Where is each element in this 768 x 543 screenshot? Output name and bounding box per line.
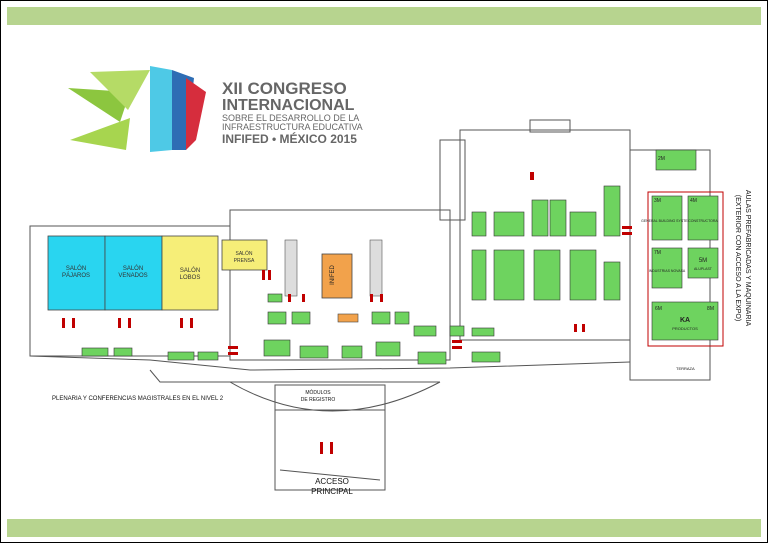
logo-line-4: INFRAESTRUCTURA EDUCATIVA bbox=[222, 122, 363, 132]
salon-pajaros-label1: SALÓN bbox=[66, 265, 86, 272]
lot-7m-label: 7M bbox=[654, 250, 661, 256]
stands-hall bbox=[471, 149, 697, 301]
lot-7m-text: INDUSTRIAS NOVASA bbox=[649, 269, 686, 273]
lot-5m[interactable] bbox=[687, 247, 719, 279]
logo-line-3: SOBRE EL DESARROLLO DE LA bbox=[222, 113, 359, 123]
lot-3m-text: GENERAL BUILDING SYSTEMS bbox=[641, 219, 693, 223]
salon-prensa-label1: SALÓN bbox=[236, 250, 253, 257]
salon-pajaros[interactable]: SALÓN PÁJAROS bbox=[47, 235, 106, 311]
exterior-area bbox=[647, 191, 724, 347]
exterior-lots: 3M GENERAL BUILDING SYSTEMS 4M CONSTRUCT… bbox=[641, 156, 719, 341]
stands-central bbox=[81, 293, 501, 365]
salon-prensa[interactable]: SALÓN PRENSA bbox=[221, 239, 268, 271]
salon-lobos-label2: LOBOS bbox=[180, 275, 201, 281]
seating-left bbox=[284, 239, 298, 297]
lot-ka-sub: PRODUCTOS bbox=[672, 326, 698, 331]
logo-line-5: INFIFED • MÉXICO 2015 bbox=[222, 131, 357, 146]
plenaria-label: PLENARIA Y CONFERENCIAS MAGISTRALES EN E… bbox=[52, 396, 224, 402]
inifed-label: INIFED bbox=[330, 265, 336, 285]
lot-8m-label: 8M bbox=[707, 306, 714, 312]
lot-ka-label: KA bbox=[680, 317, 690, 324]
lot-ka[interactable] bbox=[651, 301, 719, 341]
lot-4m-label: 4M bbox=[690, 198, 697, 204]
lot-3m-label: 3M bbox=[654, 198, 661, 204]
top-band bbox=[7, 7, 761, 25]
terraza-label: TERRAZA bbox=[676, 366, 695, 371]
lot-4m[interactable] bbox=[687, 195, 719, 241]
lot-5m-label: 5M bbox=[699, 258, 707, 264]
salon-venados[interactable]: SALÓN VENADOS bbox=[104, 235, 163, 311]
logo-shape-2 bbox=[70, 118, 130, 150]
access-arrows bbox=[62, 172, 632, 454]
salon-lobos-label1: SALÓN bbox=[180, 267, 200, 274]
salon-pajaros-label2: PÁJAROS bbox=[62, 272, 90, 279]
small-orange-stand bbox=[337, 313, 359, 323]
congress-logo: XII CONGRESO INTERNACIONAL SOBRE EL DESA… bbox=[68, 66, 363, 152]
acceso-label-2: PRINCIPAL bbox=[311, 487, 353, 496]
lot-2m-label: 2M bbox=[658, 156, 665, 162]
salon-prensa-label2: PRENSA bbox=[234, 258, 255, 264]
salon-venados-label1: SALÓN bbox=[123, 265, 143, 272]
exterior-label-2: AULAS PREFABRICADAS Y MAQUINARIA bbox=[744, 190, 751, 327]
lot-5m-text: ALUPLAST bbox=[694, 267, 713, 271]
bottom-band bbox=[7, 519, 761, 537]
logo-shape-3 bbox=[90, 70, 150, 110]
logo-shape-4 bbox=[150, 66, 172, 152]
seating-right bbox=[369, 239, 383, 297]
modulos-label-2: DE REGISTRO bbox=[301, 397, 336, 403]
lot-6m-label: 6M bbox=[655, 306, 662, 312]
modulos-label-1: MÓDULOS bbox=[305, 389, 331, 396]
salon-lobos[interactable]: SALÓN LOBOS bbox=[161, 235, 219, 311]
lot-3m[interactable] bbox=[651, 195, 683, 241]
logo-line-1: XII CONGRESO bbox=[222, 79, 347, 98]
logo-shape-6 bbox=[186, 78, 206, 150]
lot-4m-text: CONSTRUCTORA bbox=[688, 219, 718, 223]
acceso-label-1: ACCESO bbox=[315, 477, 349, 486]
logo-line-2: INTERNACIONAL bbox=[222, 97, 355, 114]
inifed-stand[interactable]: INIFED bbox=[321, 253, 353, 299]
lot-7m[interactable] bbox=[651, 247, 683, 289]
exterior-label-1: (EXTERIOR CON ACCESO A LA EXPO) bbox=[734, 195, 741, 321]
salon-venados-label2: VENADOS bbox=[118, 273, 147, 279]
